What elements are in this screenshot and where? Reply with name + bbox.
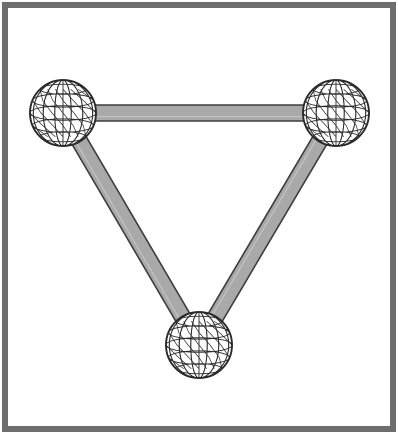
spheres-layer (30, 80, 369, 378)
sphere-top-right-icon (303, 80, 369, 146)
sphere-bottom-icon (166, 312, 232, 378)
rod-top-left-to-bottom (56, 109, 206, 349)
sphere-top-left-icon (30, 80, 96, 146)
rod-top-left-to-top-right (63, 105, 336, 121)
rod-top-right-to-bottom (192, 109, 343, 349)
rod-highlight (60, 115, 196, 347)
rod-highlight (196, 111, 333, 343)
